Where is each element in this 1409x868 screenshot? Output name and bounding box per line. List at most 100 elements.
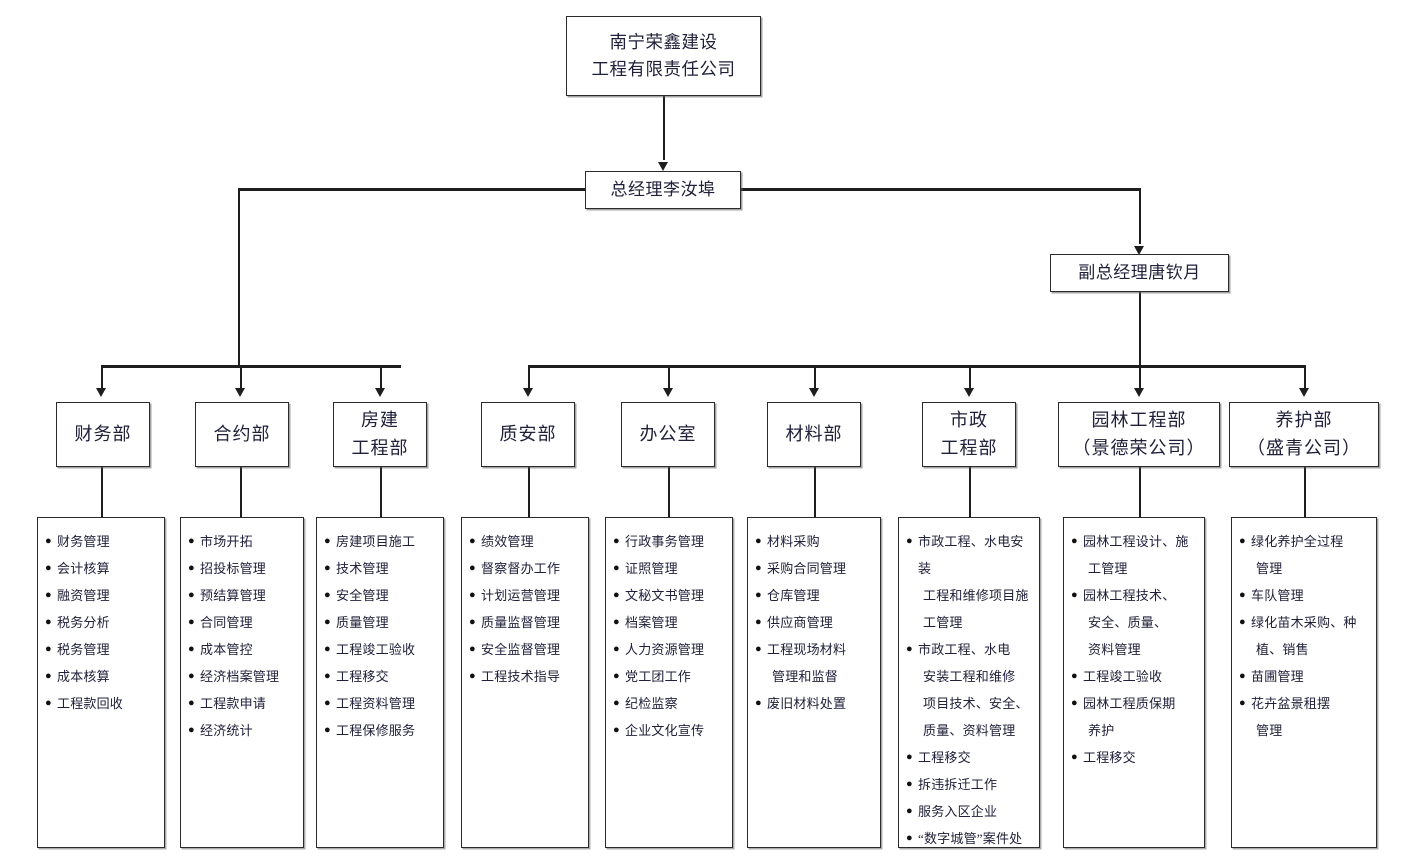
duty-box-finance[interactable]: 财务管理会计核算融资管理税务分析税务管理成本核算工程款回收 (37, 517, 165, 848)
dept-building-line1: 房建 (361, 409, 399, 430)
duty-item-continuation: 植、销售 (1256, 642, 1309, 657)
arrow-dept-finance (96, 388, 106, 397)
node-deputy-manager-label: 副总经理唐钦月 (1078, 260, 1201, 286)
duty-list-landscape: 园林工程设计、施工管理园林工程技术、安全、质量、资料管理工程竣工验收园林工程质保… (1071, 528, 1197, 771)
duty-item: 质量监督管理 (469, 609, 581, 636)
duty-item: 工程移交 (324, 663, 436, 690)
duty-box-building[interactable]: 房建项目施工技术管理安全管理质量管理工程竣工验收工程移交工程资料管理工程保修服务 (316, 517, 444, 848)
duty-item: 服务入区企业 (906, 798, 1032, 825)
connector-deputy-drop (1139, 292, 1141, 366)
dept-stem-municipal (969, 365, 971, 390)
duty-stem-material (814, 467, 816, 517)
duty-box-municipal[interactable]: 市政工程、水电安装工程和维修项目施工管理市政工程、水电安装工程和维修项目技术、安… (898, 517, 1040, 848)
dept-box-maintain[interactable]: 养护部 （盛青公司） (1229, 402, 1379, 467)
duty-item-continuation: 管理 (1256, 561, 1283, 576)
duty-item: 工程款申请 (188, 690, 296, 717)
duty-stem-office (668, 467, 670, 517)
duty-box-material[interactable]: 材料采购采购合同管理仓库管理供应商管理工程现场材料管理和监督废旧材料处置 (747, 517, 881, 848)
dept-finance-line1: 财务部 (74, 423, 132, 444)
duty-item: 档案管理 (613, 609, 725, 636)
duty-list-building: 房建项目施工技术管理安全管理质量管理工程竣工验收工程移交工程资料管理工程保修服务 (324, 528, 436, 744)
node-general-manager[interactable]: 总经理李汝埠 (585, 171, 741, 209)
duty-list-maintain: 绿化养护全过程管理车队管理绿化苗木采购、种植、销售苗圃管理花卉盆景租摆管理 (1239, 528, 1369, 744)
duty-box-landscape[interactable]: 园林工程设计、施工管理园林工程技术、安全、质量、资料管理工程竣工验收园林工程质保… (1063, 517, 1205, 848)
dept-office-line1: 办公室 (639, 423, 697, 444)
duty-item: 供应商管理 (755, 609, 873, 636)
dept-stem-building (380, 365, 382, 390)
duty-item: 财务管理 (45, 528, 157, 555)
dept-label-quality: 质安部 (500, 421, 557, 449)
duty-item: 招投标管理 (188, 555, 296, 582)
duty-box-contract[interactable]: 市场开拓招投标管理预结算管理合同管理成本管控经济档案管理工程款申请经济统计 (180, 517, 304, 848)
dept-material-line1: 材料部 (785, 423, 843, 444)
dept-box-building[interactable]: 房建 工程部 (333, 402, 427, 467)
duty-item: 废旧材料处置 (755, 690, 873, 717)
duty-item: 园林工程技术、安全、质量、资料管理 (1071, 582, 1197, 663)
node-deputy-manager[interactable]: 副总经理唐钦月 (1050, 254, 1229, 292)
duty-item: 工程移交 (906, 744, 1032, 771)
dept-box-quality[interactable]: 质安部 (481, 402, 575, 467)
dept-bar-right (528, 365, 1306, 368)
duty-item-continuation: 安装工程和维修 (923, 669, 1016, 684)
dept-building-line2: 工程部 (351, 437, 409, 458)
duty-item: 预结算管理 (188, 582, 296, 609)
dept-municipal-line1: 市政 (950, 409, 988, 430)
dept-stem-contract (240, 365, 242, 390)
dept-box-contract[interactable]: 合约部 (195, 402, 289, 467)
duty-item: 材料采购 (755, 528, 873, 555)
duty-item-continuation: 管理 (1256, 723, 1283, 738)
arrow-to-gm (658, 162, 668, 171)
dept-stem-office (668, 365, 670, 390)
duty-item: 工程款回收 (45, 690, 157, 717)
duty-item: 人力资源管理 (613, 636, 725, 663)
node-company[interactable]: 南宁荣鑫建设 工程有限责任公司 (566, 16, 761, 96)
dept-box-landscape[interactable]: 园林工程部 （景德荣公司） (1058, 402, 1220, 467)
duty-item-continuation: 资料管理 (1088, 642, 1141, 657)
duty-item-continuation: 管理和监督 (772, 669, 839, 684)
duty-item-continuation: 工管理 (923, 615, 963, 630)
duty-box-office[interactable]: 行政事务管理证照管理文秘文书管理档案管理人力资源管理党工团工作纪检监察企业文化宣… (605, 517, 733, 848)
duty-item: 技术管理 (324, 555, 436, 582)
dept-label-landscape: 园林工程部 （景德荣公司） (1073, 407, 1206, 463)
duty-list-material: 材料采购采购合同管理仓库管理供应商管理工程现场材料管理和监督废旧材料处置 (755, 528, 873, 717)
dept-box-office[interactable]: 办公室 (621, 402, 715, 467)
dept-label-finance: 财务部 (75, 421, 132, 449)
dept-stem-maintain (1304, 365, 1306, 390)
duty-item: 安全监督管理 (469, 636, 581, 663)
node-company-line2: 工程有限责任公司 (591, 59, 736, 79)
dept-landscape-line2: （景德荣公司） (1072, 437, 1206, 458)
duty-item: 车队管理 (1239, 582, 1369, 609)
arrow-dept-material (809, 388, 819, 397)
duty-item: 成本管控 (188, 636, 296, 663)
node-deputy-manager-line1: 副总经理唐钦月 (1078, 262, 1201, 282)
duty-box-quality[interactable]: 绩效管理督察督办工作计划运营管理质量监督管理安全监督管理工程技术指导 (461, 517, 589, 848)
duty-item-continuation: 质量、资料管理 (923, 723, 1016, 738)
dept-stem-material (814, 365, 816, 390)
duty-stem-contract (240, 467, 242, 517)
dept-box-material[interactable]: 材料部 (767, 402, 861, 467)
node-company-label: 南宁荣鑫建设 工程有限责任公司 (592, 29, 736, 83)
duty-item: 纪检监察 (613, 690, 725, 717)
duty-stem-building (380, 467, 382, 517)
duty-item: 行政事务管理 (613, 528, 725, 555)
duty-item: 工程竣工验收 (1071, 663, 1197, 690)
dept-box-municipal[interactable]: 市政 工程部 (922, 402, 1016, 467)
duty-item: 绩效管理 (469, 528, 581, 555)
arrow-dept-landscape (1134, 388, 1144, 397)
duty-item: 拆违拆迁工作 (906, 771, 1032, 798)
connector-gm-to-deputy (1139, 188, 1141, 244)
connector-gm-left-drop (238, 188, 240, 366)
duty-item: 企业文化宣传 (613, 717, 725, 744)
dept-box-finance[interactable]: 财务部 (56, 402, 150, 467)
duty-stem-finance (101, 467, 103, 517)
duty-box-maintain[interactable]: 绿化养护全过程管理车队管理绿化苗木采购、种植、销售苗圃管理花卉盆景租摆管理 (1231, 517, 1377, 848)
duty-item: 融资管理 (45, 582, 157, 609)
dept-stem-finance (101, 365, 103, 390)
